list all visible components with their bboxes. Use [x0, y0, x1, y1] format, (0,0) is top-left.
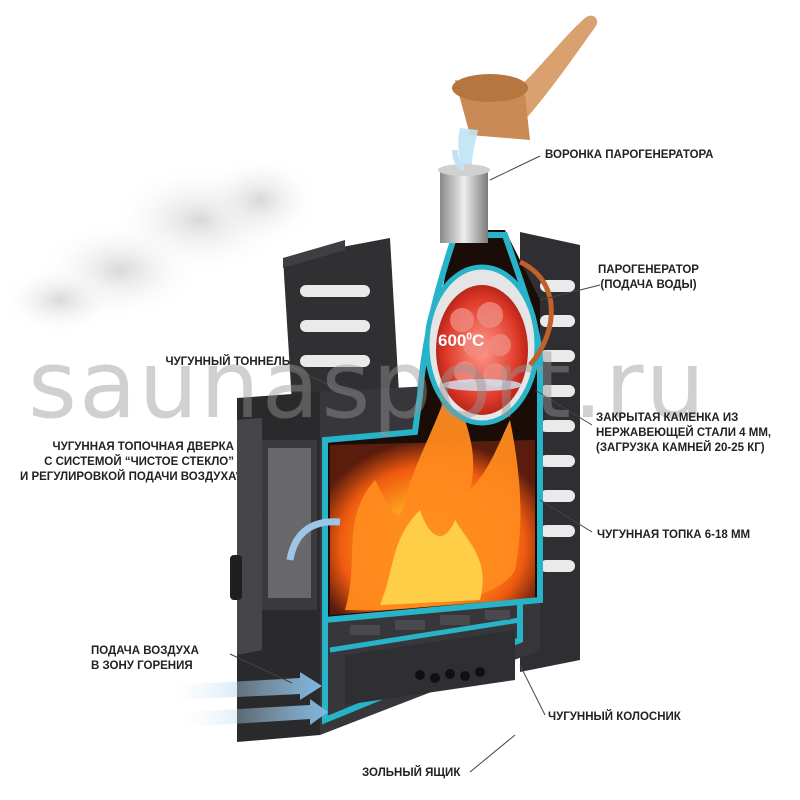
- label-steam-generator-line-2: (ПОДАЧА ВОДЫ): [600, 279, 697, 291]
- firebox-body: [237, 230, 543, 742]
- temperature-value: 600: [438, 331, 467, 350]
- label-door-line-3: И РЕГУЛИРОВКОЙ ПОДАЧИ ВОЗДУХА: [20, 471, 237, 483]
- label-air-supply: ПОДАЧА ВОЗДУХА В ЗОНУ ГОРЕНИЯ: [91, 644, 199, 674]
- label-stone-chamber-line-2: НЕРЖАВЕЮЩЕЙ СТАЛИ 4 мм,: [596, 427, 772, 439]
- label-grate: ЧУГУННЫЙ КОЛОСНИК: [548, 711, 681, 723]
- label-ash-box: ЗОЛЬНЫЙ ЯЩИК: [362, 767, 461, 779]
- air-flow-arrows: [175, 518, 341, 727]
- leader-lines: [229, 155, 601, 773]
- label-door-line-1: ЧУГУННАЯ ТОПОЧНАЯ ДВЕРКА: [52, 441, 235, 453]
- label-air-supply-line-1: ПОДАЧА ВОЗДУХА: [91, 645, 199, 657]
- label-steam-generator: ПАРОГЕНЕРАТОР (ПОДАЧА ВОДЫ): [598, 263, 699, 293]
- label-tunnel: ЧУГУННЫЙ ТОННЕЛЬ: [165, 356, 290, 368]
- label-stone-chamber-line-3: (ЗАГРУЗКА КАМНЕЙ 20-25 кг): [596, 442, 765, 454]
- label-door: ЧУГУННАЯ ТОПОЧНАЯ ДВЕРКА С СИСТЕМОЙ “ЧИС…: [20, 440, 237, 485]
- watermark-text: saunasport.ru: [28, 331, 708, 440]
- temperature-label: 6000C: [438, 331, 484, 351]
- temperature-unit: C: [471, 331, 485, 350]
- label-firebox: ЧУГУННАЯ ТОПКА 6-18 мм: [597, 529, 751, 541]
- label-stone-chamber-line-1: ЗАКРЫТАЯ КАМЕНКА ИЗ: [596, 412, 739, 424]
- door-illustration: [230, 418, 317, 655]
- label-steam-generator-line-1: ПАРОГЕНЕРАТОР: [598, 264, 699, 276]
- temperature-degree: 0: [466, 331, 472, 343]
- ladle-illustration: [452, 15, 598, 180]
- label-air-supply-line-2: В ЗОНУ ГОРЕНИЯ: [91, 660, 193, 672]
- label-door-line-2: С СИСТЕМОЙ “ЧИСТОЕ СТЕКЛО”: [44, 456, 234, 468]
- label-steam-funnel: ВОРОНКА ПАРОГЕНЕРАТОРА: [545, 149, 714, 161]
- label-stone-chamber: ЗАКРЫТАЯ КАМЕНКА ИЗ НЕРЖАВЕЮЩЕЙ СТАЛИ 4 …: [596, 411, 771, 456]
- steam-cloud: [0, 155, 320, 335]
- stone-chamber: [424, 259, 554, 426]
- steam-funnel-pipe: [438, 149, 490, 243]
